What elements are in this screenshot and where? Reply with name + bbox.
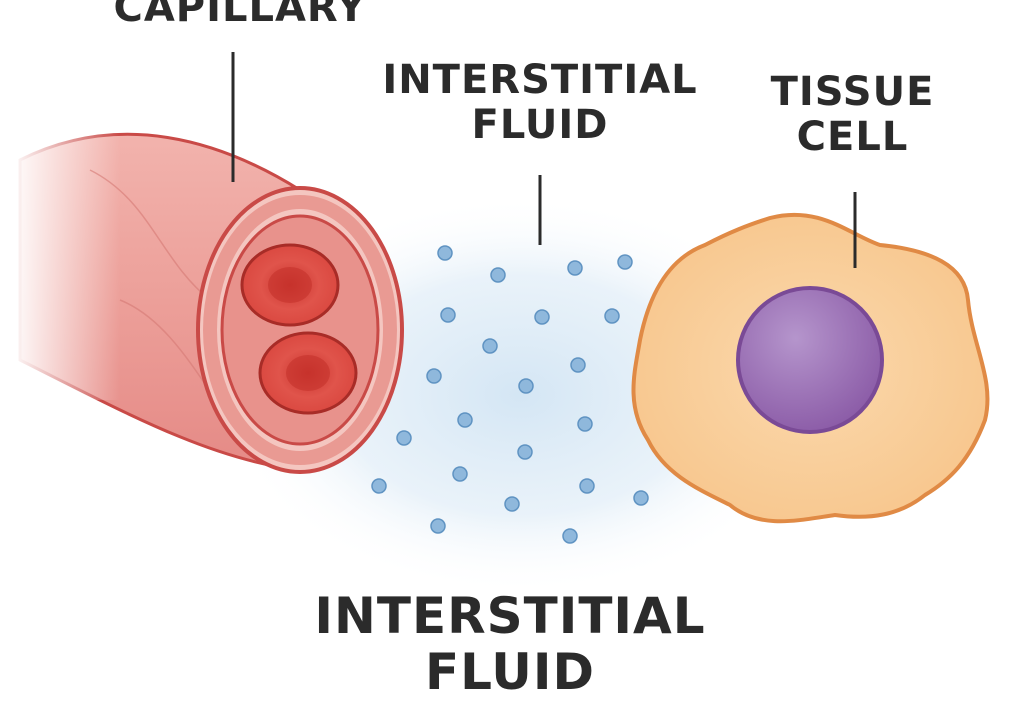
fluid-particle (371, 478, 387, 494)
fluid-particle (437, 245, 453, 261)
fluid-particle (633, 490, 649, 506)
fluid-particle (504, 496, 520, 512)
fluid-particle (604, 308, 620, 324)
fluid-particle (579, 478, 595, 494)
capillary (10, 110, 404, 474)
tissue-cell (631, 212, 990, 524)
red-blood-cell (240, 243, 340, 327)
capillary-label-text: CAPILLARY (113, 0, 367, 31)
fluid-particle (617, 254, 633, 270)
endothelial-layer (203, 195, 397, 465)
fluid-particle (430, 518, 446, 534)
capillary-surface-line (89, 169, 211, 301)
fluid-particle (517, 444, 533, 460)
fluid-particle (518, 378, 534, 394)
capillary-fade (10, 110, 120, 400)
interstitial-fluid-caption-line1: INTERSTITIAL (314, 587, 706, 645)
red-blood-cell (258, 331, 358, 415)
fluid-particle (570, 357, 586, 373)
fluid-particle (426, 368, 442, 384)
fluid-particle (490, 267, 506, 283)
fluid-particle (482, 338, 498, 354)
interstitial-fluid-label-line2: FLUID (471, 101, 609, 148)
fluid-particle (457, 412, 473, 428)
tissue-cell-label: TISSUE CELL (720, 70, 985, 160)
tissue-cell-label-line2: CELL (796, 113, 909, 160)
fluid-particle (562, 528, 578, 544)
fluid-particle (452, 466, 468, 482)
interstitial-fluid-label: INTERSTITIAL FLUID (360, 58, 720, 148)
interstitial-fluid-caption-line2: FLUID (425, 643, 595, 701)
fluid-particles (371, 245, 649, 544)
fluid-particle (440, 307, 456, 323)
nucleus (736, 286, 884, 434)
fluid-particle (567, 260, 583, 276)
interstitial-fluid-caption: INTERSTITIAL FLUID (300, 588, 720, 700)
capillary-label: CAPILLARY (60, 0, 420, 31)
diagram-canvas (10, 52, 990, 595)
interstitial-fluid-label-line1: INTERSTITIAL (382, 57, 698, 103)
tissue-cell-label-line1: TISSUE (770, 69, 935, 115)
fluid-particle (396, 430, 412, 446)
fluid-particle (534, 309, 550, 325)
fluid-particle (577, 416, 593, 432)
